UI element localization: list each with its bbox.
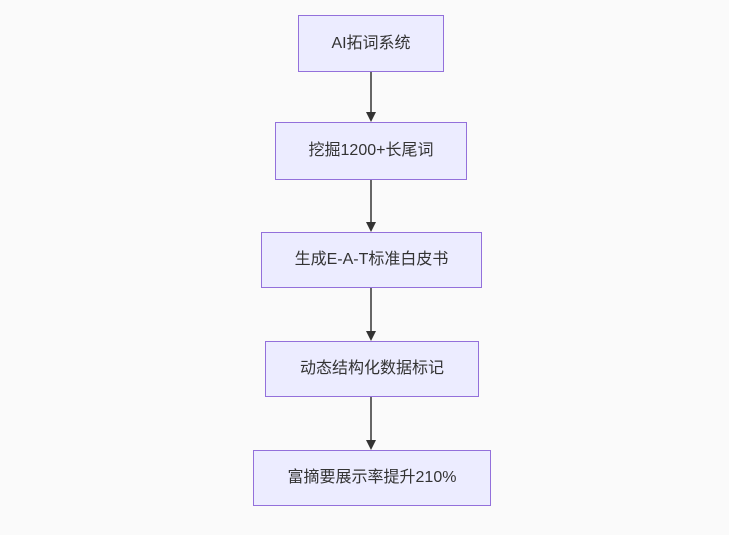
node-label: 生成E-A-T标准白皮书: [294, 251, 449, 269]
node-label: 动态结构化数据标记: [299, 360, 444, 378]
flowchart-node-3: 生成E-A-T标准白皮书: [261, 232, 482, 288]
flowchart-node-5: 富摘要展示率提升210%: [253, 450, 491, 506]
flowchart-node-4: 动态结构化数据标记: [265, 341, 479, 397]
flowchart-node-1: AI拓词系统: [298, 15, 444, 72]
flowchart-node-2: 挖掘1200+长尾词: [275, 122, 467, 180]
node-label: AI拓词系统: [331, 34, 411, 52]
node-label: 富摘要展示率提升210%: [287, 469, 457, 487]
node-label: 挖掘1200+长尾词: [308, 142, 434, 160]
